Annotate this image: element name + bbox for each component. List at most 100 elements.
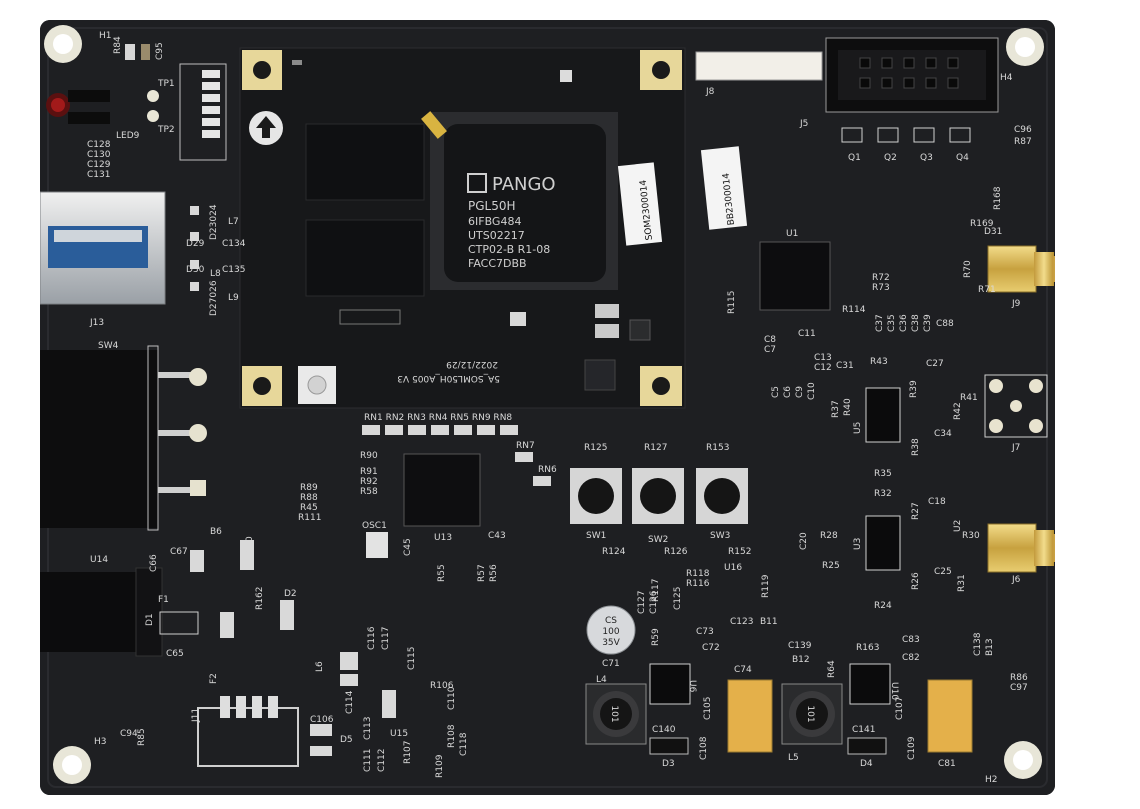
label-r24: R24 <box>874 601 892 611</box>
label-d1: D1 <box>145 613 155 626</box>
label-r86: R86 <box>1010 673 1028 683</box>
chip-logo: PANGO <box>492 174 556 195</box>
label-c128: C128 <box>87 140 111 150</box>
label-r87: R87 <box>1014 137 1032 147</box>
label-r125: R125 <box>584 443 607 453</box>
label-j9: J9 <box>1011 299 1021 309</box>
label-r84: R84 <box>113 36 123 54</box>
mounting-hole-h1 <box>44 25 82 63</box>
label-r127: R127 <box>644 443 667 453</box>
label-q3: Q3 <box>920 153 933 163</box>
chip-line-4: CTP02-B R1-08 <box>468 243 550 256</box>
label-u3: U3 <box>853 538 863 550</box>
label-tp1: TP1 <box>157 79 175 89</box>
pcb-board: PANGO PGL50H 6IFBG484 UTS02217 CTP02-B R… <box>40 20 1055 795</box>
label-r37: R37 <box>831 400 841 418</box>
label-j6: J6 <box>1011 575 1021 585</box>
label-f2: F2 <box>209 673 219 684</box>
label-r119: R119 <box>761 574 771 598</box>
label-h4: H4 <box>1000 73 1013 83</box>
label-j13: J13 <box>89 318 104 328</box>
inductor-l4: 101 <box>585 683 647 745</box>
som-date: 2022/12/29 <box>446 359 498 369</box>
connector-j7 <box>984 374 1048 438</box>
label-l5: L5 <box>788 753 799 763</box>
label-c6: C6 <box>783 386 793 398</box>
label-c71: C71 <box>602 659 620 669</box>
label-r89: R89 <box>300 483 318 493</box>
button-sw2[interactable] <box>632 468 684 524</box>
cap-value-3: 35V <box>602 638 620 648</box>
label-r152: R152 <box>728 547 751 557</box>
label-c112: C112 <box>377 749 387 772</box>
label-c96: C96 <box>1014 125 1032 135</box>
label-c107: C107 <box>895 697 905 720</box>
label-c115: C115 <box>407 647 417 670</box>
header-j5 <box>825 37 999 113</box>
label-u2: U2 <box>953 520 963 532</box>
label-tp2: TP2 <box>157 125 175 135</box>
label-c70: C70 <box>245 536 255 554</box>
label-c126: C126 <box>649 590 659 614</box>
label-c83: C83 <box>902 635 920 645</box>
label-h1: H1 <box>99 31 112 41</box>
label-r43: R43 <box>870 357 888 367</box>
label-c129: C129 <box>87 160 111 170</box>
label-h3: H3 <box>94 737 107 747</box>
label-u16: U16 <box>724 563 742 573</box>
label-j5: J5 <box>799 119 808 129</box>
label-c141: C141 <box>852 725 875 735</box>
label-sw2: SW2 <box>648 535 668 545</box>
sma-connector-j9 <box>987 245 1055 293</box>
label-r73: R73 <box>872 283 890 293</box>
label-r58: R58 <box>360 487 378 497</box>
label-u1: U1 <box>786 229 798 239</box>
inductor-l5-value: 101 <box>805 705 815 722</box>
power-switch-sw4 <box>40 345 207 531</box>
label-d27026: D27026 <box>209 280 219 316</box>
label-l8: L8 <box>210 269 221 279</box>
label-c135: C135 <box>222 265 245 275</box>
label-b6: B6 <box>210 527 222 537</box>
label-c38: C38 <box>911 314 921 332</box>
label-u10: U10 <box>889 682 899 700</box>
label-b13: B13 <box>985 638 995 656</box>
label-c25: C25 <box>934 567 952 577</box>
label-rn-row: RN1 RN2 RN3 RN4 RN5 RN9 RN8 <box>364 413 512 423</box>
label-r153: R153 <box>706 443 729 453</box>
label-c65: C65 <box>166 649 184 659</box>
label-c67: C67 <box>170 547 188 557</box>
label-r111: R111 <box>298 513 321 523</box>
label-c36: C36 <box>899 314 909 332</box>
label-d29: D29 <box>186 239 205 249</box>
label-c82: C82 <box>902 653 920 663</box>
label-r35: R35 <box>874 469 892 479</box>
label-c123: C123 <box>730 617 753 627</box>
label-d30: D30 <box>186 265 205 275</box>
label-c138: C138 <box>973 632 983 656</box>
label-c108: C108 <box>699 736 709 760</box>
chip-u1 <box>759 241 831 311</box>
label-c94: C94 <box>120 729 138 739</box>
label-l9: L9 <box>228 293 239 303</box>
label-r116: R116 <box>686 579 710 589</box>
label-r28: R28 <box>820 531 838 541</box>
button-sw1[interactable] <box>570 468 622 524</box>
inductor-l5: 101 <box>781 683 843 745</box>
chip-u13 <box>403 453 481 527</box>
button-sw3[interactable] <box>696 468 748 524</box>
label-r64: R64 <box>827 660 837 678</box>
label-led9: LED9 <box>116 131 140 141</box>
label-l7: L7 <box>228 217 239 227</box>
chip-u6 <box>649 663 691 705</box>
label-c10: C10 <box>807 382 817 400</box>
dc-jack-u14 <box>40 567 163 657</box>
label-r39: R39 <box>909 380 919 398</box>
label-sw1: SW1 <box>586 531 606 541</box>
label-c73: C73 <box>696 627 714 637</box>
label-c134: C134 <box>222 239 246 249</box>
label-r59: R59 <box>651 628 661 646</box>
bb-sticker-bg <box>700 146 748 230</box>
label-c95: C95 <box>155 42 165 60</box>
capacitor-c71: CS 100 35V <box>586 605 636 655</box>
